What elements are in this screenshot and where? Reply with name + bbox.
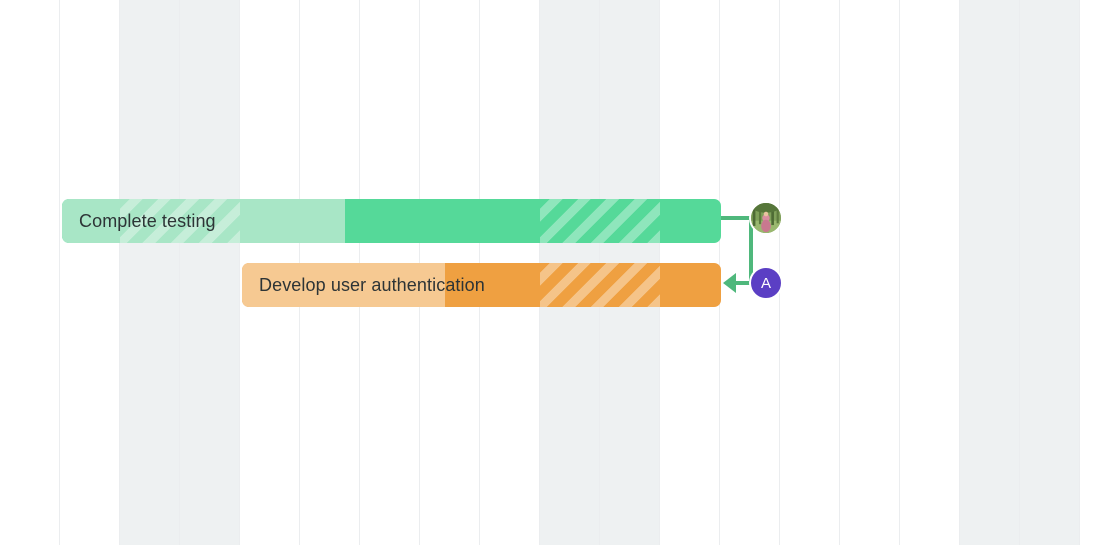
- task-label-complete-testing: Complete testing: [79, 211, 216, 231]
- bar-weekend-stripes-green-1: [120, 199, 240, 243]
- bar-progress-orange: [242, 263, 445, 307]
- connector-vertical: [749, 216, 753, 283]
- avatar-initial-develop-user-authentication[interactable]: A: [749, 266, 783, 300]
- grid-column-weekend: [960, 0, 1020, 545]
- grid-column-day: [0, 0, 60, 545]
- bar-weekend-stripes-orange-1: [540, 263, 660, 307]
- grid-column-day: [60, 0, 120, 545]
- bar-weekend-stripes-green-2: [540, 199, 660, 243]
- grid-column-day: [900, 0, 960, 545]
- avatar-photo-image: [751, 203, 781, 233]
- task-label-develop-user-authentication: Develop user authentication: [259, 275, 485, 295]
- task-bar-complete-testing[interactable]: Complete testing: [62, 199, 721, 243]
- avatar-initial-label: A: [760, 274, 771, 292]
- connector-arrow-icon: [723, 273, 736, 293]
- connector-horizontal-bottom: [736, 281, 751, 285]
- connector-horizontal-top: [721, 216, 751, 220]
- bar-progress-green: [62, 199, 345, 243]
- grid-column-weekend: [120, 0, 180, 545]
- grid-column-day: [840, 0, 900, 545]
- task-bar-develop-user-authentication[interactable]: Develop user authentication: [242, 263, 721, 307]
- avatar-photo-complete-testing[interactable]: [749, 201, 783, 235]
- grid-column-weekend: [1020, 0, 1080, 545]
- grid-column-weekend: [180, 0, 240, 545]
- grid-column-day: [780, 0, 840, 545]
